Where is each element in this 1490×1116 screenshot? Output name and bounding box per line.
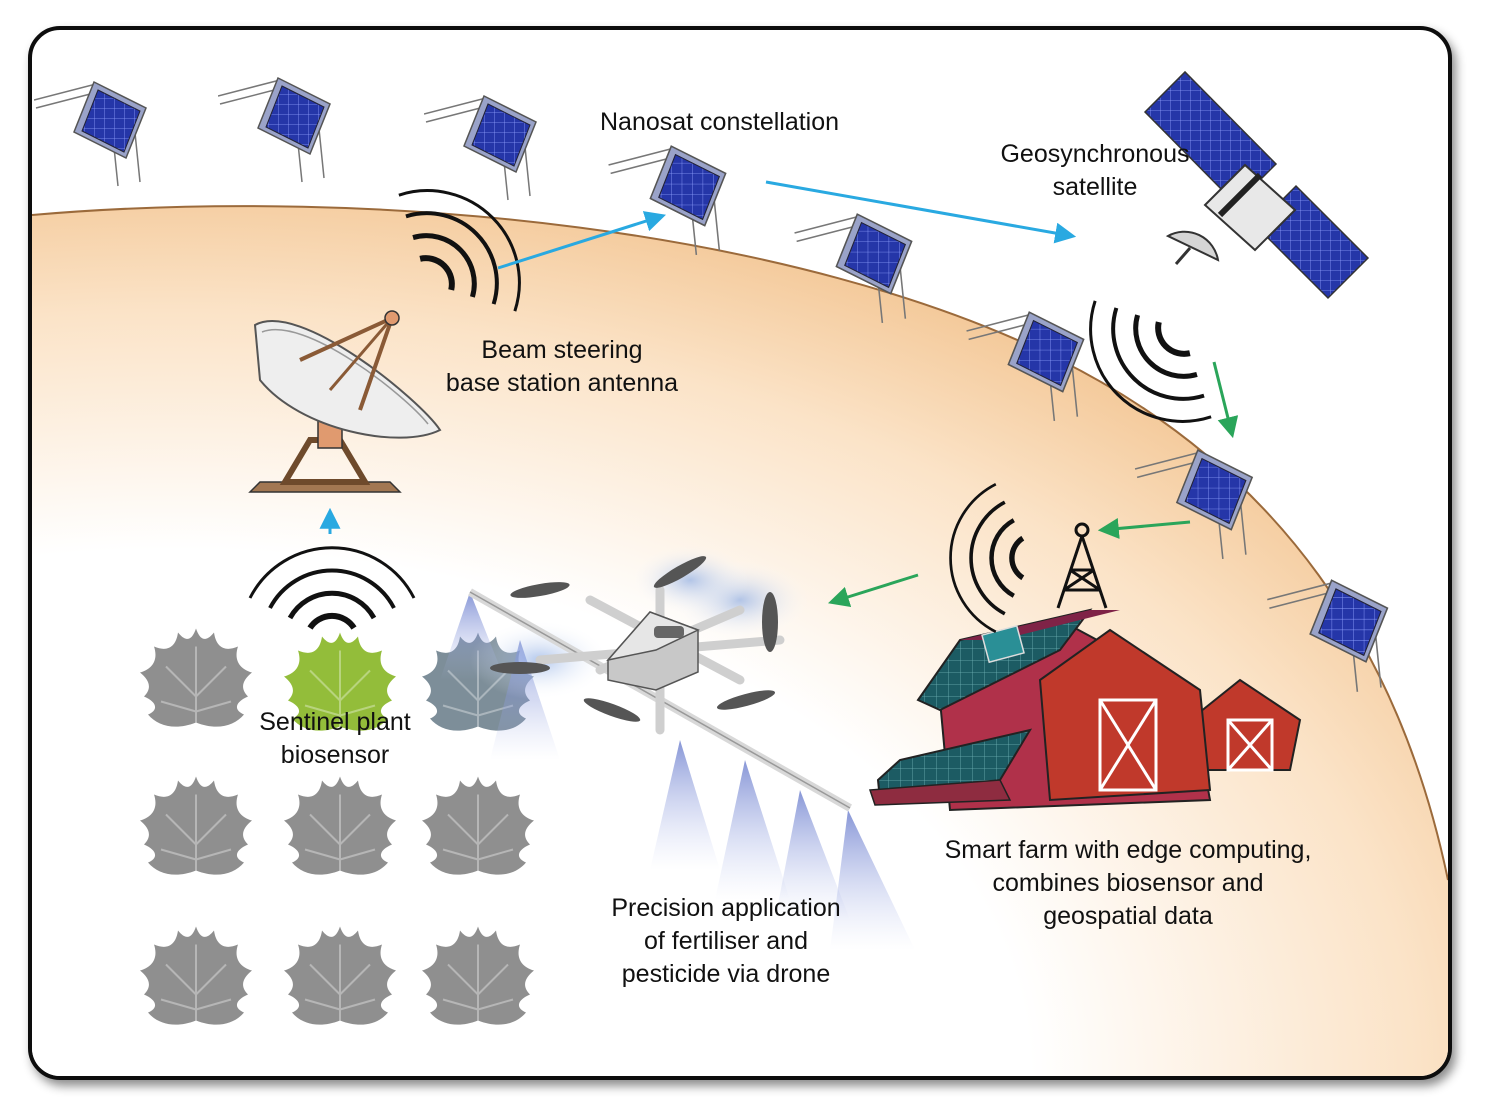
label-sentinel-plant-biosensor: Sentinel plant biosensor <box>259 708 411 769</box>
label-beam-steering-antenna: Beam steering base station antenna <box>445 336 679 397</box>
radio-tower-icon <box>1056 522 1108 609</box>
downlink-arrows <box>827 361 1239 607</box>
uplink-arrows <box>319 180 1077 534</box>
label-nanosat-constellation: Nanosat constellation <box>600 108 840 136</box>
label-smart-farm: Smart farm with edge computing, combines… <box>944 836 1312 930</box>
barn-icon <box>868 608 1302 812</box>
leaf-grid <box>138 627 536 1044</box>
drone-icon <box>440 545 915 950</box>
dish-antenna-icon <box>248 310 442 493</box>
label-geosynchronous-satellite: Geosynchronous satellite <box>1000 140 1190 201</box>
label-precision-application: Precision application of fertiliser and … <box>611 894 841 988</box>
geo-satellite-icon <box>1143 70 1370 300</box>
